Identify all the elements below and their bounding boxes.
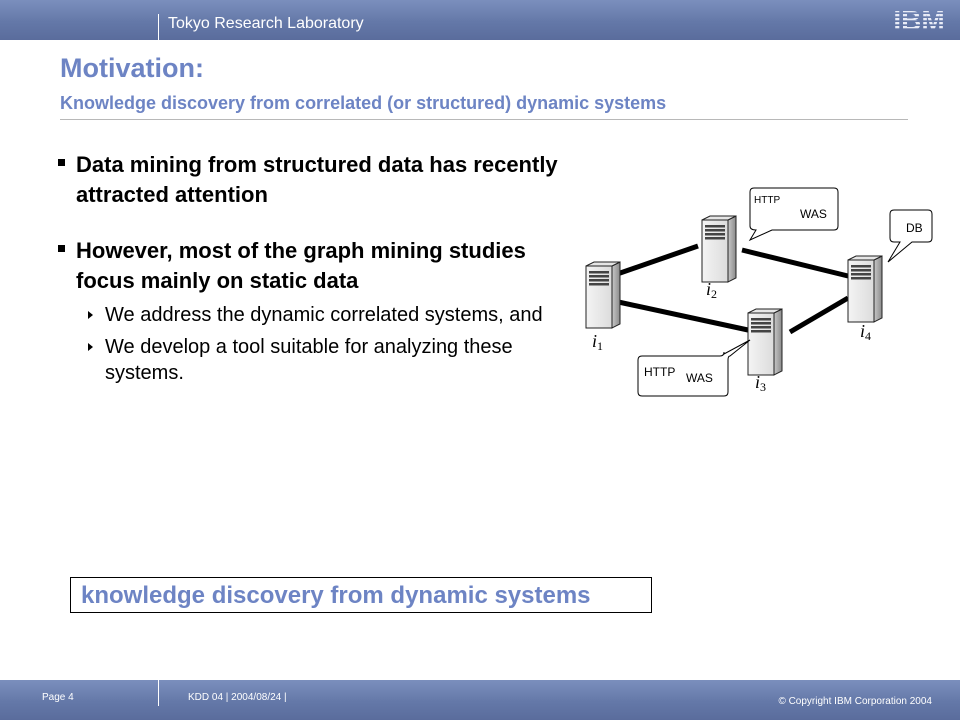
footer-bar: Page 4 KDD 04 | 2004/08/24 | © Copyright… — [0, 680, 960, 720]
sub-bullet-item: We address the dynamic correlated system… — [58, 302, 558, 328]
conference-info: KDD 04 | 2004/08/24 | — [188, 692, 287, 703]
slide-title: Motivation: — [60, 53, 204, 83]
bullet-item: However, most of the graph mining studie… — [58, 236, 558, 296]
server-icon-i2 — [701, 215, 737, 283]
header-bar: Tokyo Research Laboratory IBM — [0, 0, 960, 40]
footer-divider — [158, 680, 159, 706]
bullet-text: However, most of the graph mining studie… — [76, 238, 526, 293]
callout-bubble-i2 — [748, 187, 839, 242]
sub-bullet-item: We develop a tool suitable for analyzing… — [58, 334, 558, 386]
highlight-box: knowledge discovery from dynamic systems — [70, 577, 652, 613]
slide-subtitle: Knowledge discovery from correlated (or … — [60, 93, 667, 113]
callout-db-i4: DB — [906, 221, 923, 235]
title-rule — [60, 119, 908, 120]
header-divider — [158, 14, 159, 40]
square-bullet-icon — [58, 245, 65, 252]
copyright: © Copyright IBM Corporation 2004 — [778, 696, 932, 707]
sub-bullet-text: We develop a tool suitable for analyzing… — [105, 336, 513, 384]
callout-http-i2: HTTP — [754, 195, 780, 206]
callout-http-i3: HTTP — [644, 365, 675, 379]
server-icon-i4 — [847, 255, 883, 323]
node-label-i3: i3 — [755, 372, 766, 394]
network-diagram: i1 i2 i3 i4 HTTP WAS DB HTTP WAS — [585, 187, 933, 397]
highlight-text: knowledge discovery from dynamic systems — [81, 582, 591, 609]
page-number: Page 4 — [42, 692, 74, 703]
link-i3-i4 — [788, 295, 850, 335]
callout-was-i3: WAS — [686, 371, 713, 385]
node-label-i2: i2 — [706, 279, 717, 301]
bullet-list: Data mining from structured data has rec… — [58, 150, 558, 386]
callout-was-i2: WAS — [800, 207, 827, 221]
ibm-logo-text: IBM — [893, 6, 944, 34]
lab-name: Tokyo Research Laboratory — [168, 15, 364, 32]
bullet-text: Data mining from structured data has rec… — [76, 152, 558, 207]
server-icon-i3 — [747, 308, 783, 376]
arrow-bullet-icon — [88, 343, 93, 351]
node-label-i1: i1 — [592, 331, 603, 353]
sub-bullet-text: We address the dynamic correlated system… — [105, 304, 543, 326]
node-label-i4: i4 — [860, 321, 871, 343]
link-i1-i3 — [599, 295, 749, 333]
bullet-item: Data mining from structured data has rec… — [58, 150, 558, 210]
ibm-logo-icon: IBM — [893, 6, 944, 34]
link-i2-i4 — [741, 247, 849, 279]
callout-bubble-i4 — [887, 209, 933, 263]
server-icon-i1 — [585, 261, 621, 329]
arrow-bullet-icon — [88, 311, 93, 319]
square-bullet-icon — [58, 159, 65, 166]
callout-bubble-i3 — [637, 339, 751, 397]
